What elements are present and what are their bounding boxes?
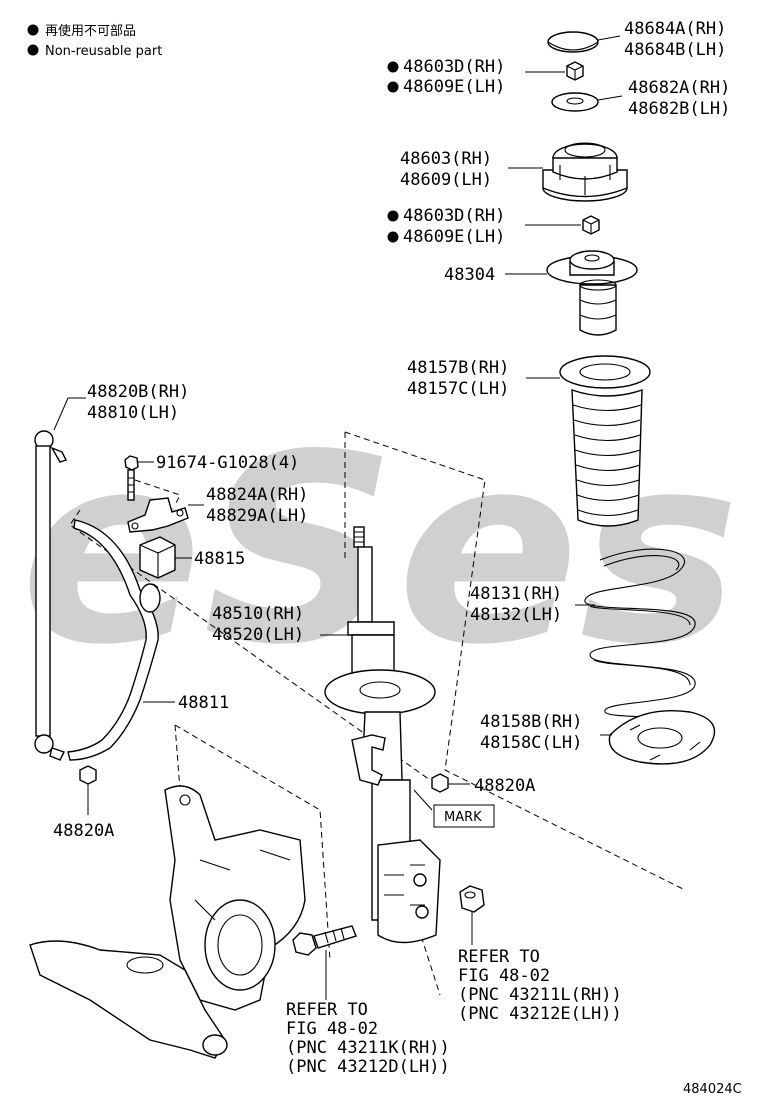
non-reusable-bullet-icon: [387, 231, 399, 243]
part-48824-bracket: [127, 497, 189, 533]
labels: 48684A(RH) 48684B(LH) 48603D(RH) 48609E(…: [53, 19, 742, 1097]
label-48811: 48811: [178, 693, 229, 713]
label-48609e-top: 48609E(LH): [403, 77, 505, 97]
label-mark: MARK: [444, 810, 482, 825]
label-48520: 48520(LH): [212, 625, 304, 645]
part-48157-boot: [559, 355, 651, 527]
part-nut-lower: [459, 885, 485, 913]
label-48684a: 48684A(RH): [624, 19, 726, 39]
part-48684-cap: [547, 31, 599, 53]
part-48304-bump-stop: [546, 250, 638, 336]
label-refer-right-1: REFER TO: [458, 947, 540, 967]
label-48609e-mid: 48609E(LH): [403, 227, 505, 247]
label-48603d-mid: 48603D(RH): [403, 206, 505, 226]
label-48157b: 48157B(RH): [407, 358, 509, 378]
legend-bullet-icon: [27, 44, 39, 56]
non-reusable-bullet-icon: [387, 210, 399, 222]
label-48815: 48815: [194, 549, 245, 569]
part-48811-stabilizer-bar: [67, 519, 161, 761]
label-48820a-left: 48820A: [53, 821, 114, 841]
label-48609: 48609(LH): [400, 170, 492, 190]
part-48603d-nut-top: [566, 61, 584, 81]
part-48815-bushing: [139, 536, 176, 579]
part-48510-strut: [324, 526, 441, 944]
part-48131-coil-spring: [584, 548, 696, 731]
legend-bullet-icon: [27, 24, 39, 36]
part-91674-bolt: [124, 455, 139, 501]
label-48158c: 48158C(LH): [480, 733, 582, 753]
legend: 再使用不可部品 Non-reusable part: [27, 23, 162, 59]
label-refer-right-2: FIG 48-02: [458, 966, 550, 986]
label-refer-left-3: (PNC 43211K(RH)): [286, 1038, 450, 1058]
part-48682-washer: [551, 92, 599, 112]
part-knuckle: [164, 785, 306, 1011]
label-48158b: 48158B(RH): [480, 712, 582, 732]
label-refer-left-2: FIG 48-02: [286, 1019, 378, 1039]
label-48304: 48304: [444, 265, 495, 285]
label-48510: 48510(RH): [212, 604, 304, 624]
label-refer-left-4: (PNC 43212D(LH)): [286, 1057, 450, 1077]
part-lower-arm: [29, 940, 228, 1059]
part-48820b-stabilizer-link: [34, 430, 67, 761]
label-refer-left-1: REFER TO: [286, 1000, 368, 1020]
legend-jp: 再使用不可部品: [45, 23, 136, 39]
label-48684b: 48684B(LH): [624, 40, 726, 60]
non-reusable-bullet-icon: [387, 61, 399, 73]
part-48603-support: [542, 142, 628, 202]
label-48682a: 48682A(RH): [628, 78, 730, 98]
label-48829a: 48829A(LH): [206, 506, 308, 526]
non-reusable-bullet-icon: [387, 81, 399, 93]
part-48603d-nut-mid: [582, 215, 600, 235]
part-48820a-nut-right: [431, 773, 449, 793]
part-bolt-lower: [292, 925, 357, 956]
label-48157c: 48157C(LH): [407, 379, 509, 399]
label-48824a: 48824A(RH): [206, 485, 308, 505]
label-48132: 48132(LH): [470, 605, 562, 625]
label-48682b: 48682B(LH): [628, 99, 730, 119]
part-48820a-nut-left: [79, 765, 97, 785]
label-48820b: 48820B(RH): [87, 382, 189, 402]
label-48810: 48810(LH): [87, 403, 179, 423]
part-48158-spring-seat: [608, 709, 716, 765]
legend-en: Non-reusable part: [45, 44, 162, 59]
label-48603d-top: 48603D(RH): [403, 57, 505, 77]
label-48820a-right: 48820A: [474, 776, 535, 796]
label-refer-right-3: (PNC 43211L(RH)): [458, 985, 622, 1005]
mark-box: MARK: [433, 804, 495, 828]
label-refer-right-4: (PNC 43212E(LH)): [458, 1004, 622, 1024]
figure-code: 484024C: [683, 1082, 742, 1097]
label-91674: 91674-G1028(4): [156, 453, 299, 473]
label-48603: 48603(RH): [400, 149, 492, 169]
label-48131: 48131(RH): [470, 584, 562, 604]
